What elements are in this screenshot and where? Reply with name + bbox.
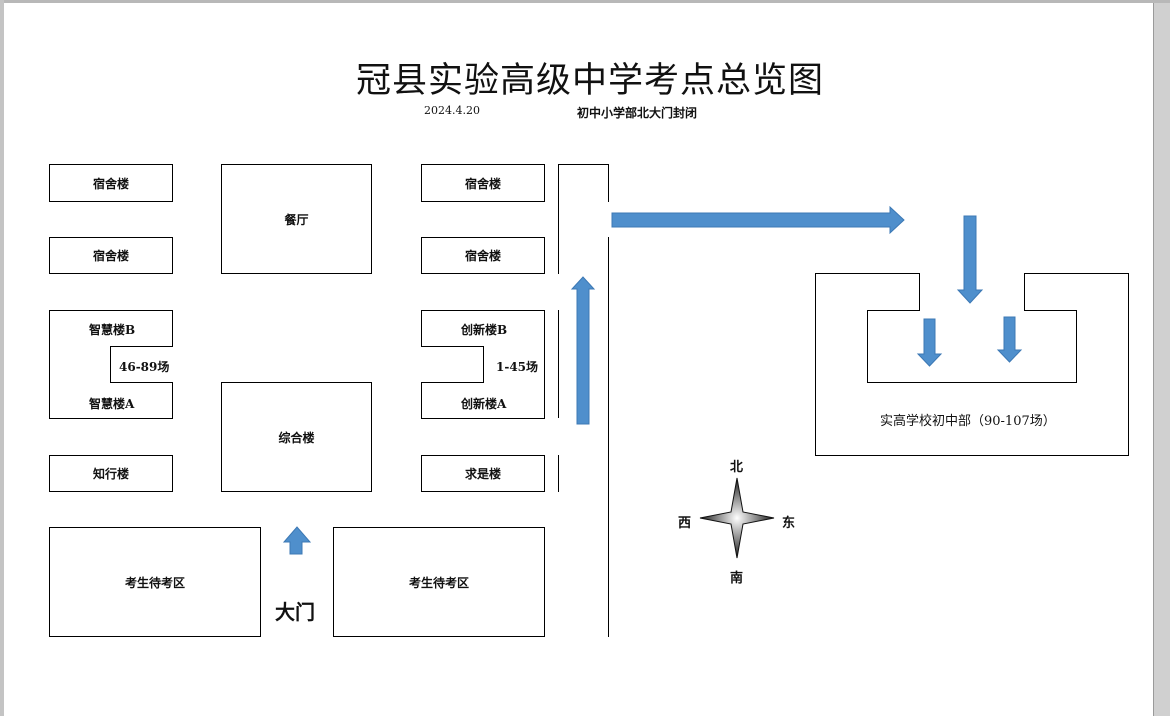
viewer-top-margin [0, 0, 1170, 3]
compass-south: 南 [730, 571, 744, 586]
notice-label: 初中小学部北大门封闭 [577, 106, 698, 120]
arrow-south-main [956, 215, 984, 304]
zhixing-building: 知行楼 [49, 455, 173, 492]
zhihui-building-b-label: 智慧楼B [89, 323, 136, 337]
main-gate-label: 大门 [275, 600, 315, 624]
viewer-right-margin [1154, 0, 1170, 716]
dorm-building-2: 宿舍楼 [49, 237, 173, 274]
junior-high-label: 实高学校初中部（90-107场） [880, 414, 1056, 429]
chuangxin-rooms-label: 1-45场 [496, 360, 539, 374]
qiushi-building: 求是楼 [421, 455, 545, 492]
arrow-south-left [916, 318, 943, 367]
chuangxin-building-b-label: 创新楼B [461, 323, 508, 337]
dorm-building-3: 宿舍楼 [421, 164, 545, 202]
arrow-south-right [996, 316, 1023, 363]
arrow-north [570, 276, 596, 425]
date-label: 2024.4.20 [424, 104, 480, 117]
page-title: 冠县实验高级中学考点总览图 [355, 61, 824, 101]
zonghe-building: 综合楼 [221, 382, 372, 492]
arrow-east [611, 205, 905, 235]
waiting-area-left: 考生待考区 [49, 527, 261, 637]
dorm-building-4: 宿舍楼 [421, 237, 545, 274]
viewer-left-margin [0, 0, 4, 716]
compass-east: 东 [782, 516, 796, 531]
compass-north: 北 [730, 460, 744, 475]
chuangxin-building-a-label: 创新楼A [461, 397, 507, 411]
compass-west: 西 [678, 516, 692, 531]
compass-star [699, 477, 775, 559]
zhihui-building-a-label: 智慧楼A [89, 397, 135, 411]
arrow-gate [282, 526, 312, 555]
dorm-building-1: 宿舍楼 [49, 164, 173, 202]
canteen-building: 餐厅 [221, 164, 372, 274]
waiting-area-right: 考生待考区 [333, 527, 545, 637]
zhihui-rooms-label: 46-89场 [119, 360, 170, 374]
